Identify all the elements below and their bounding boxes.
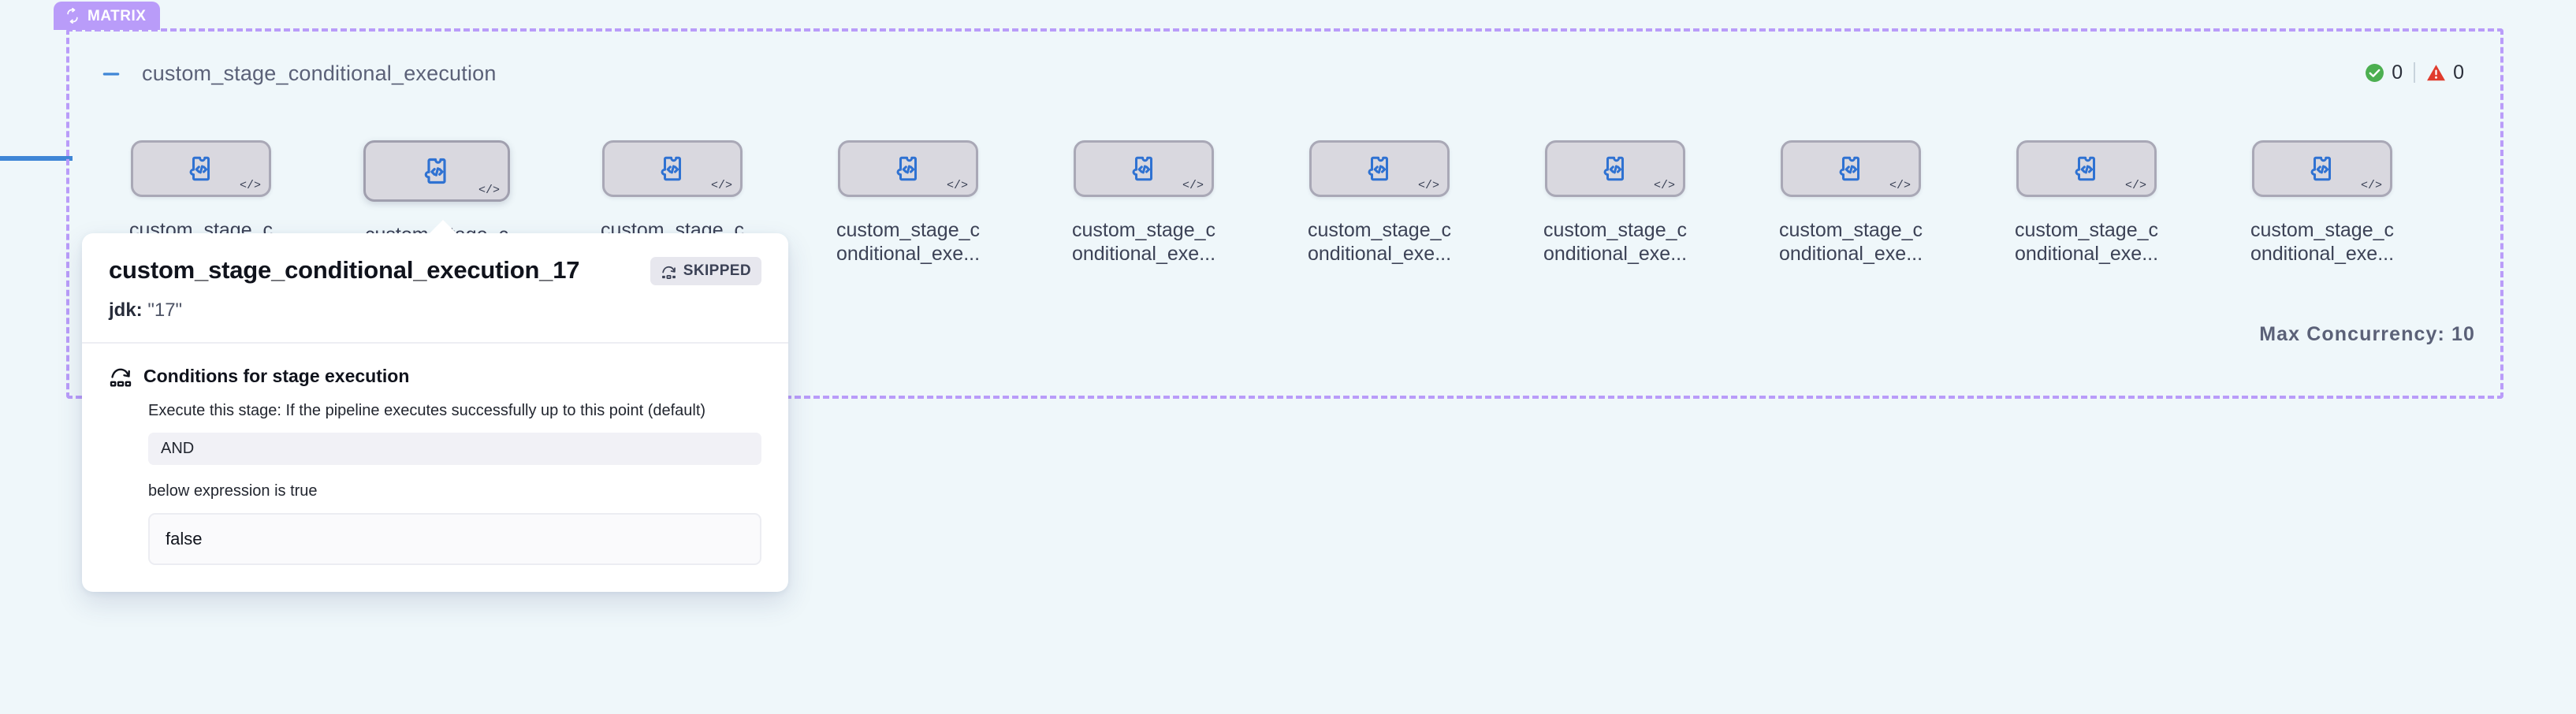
popover-conditions-section: Conditions for stage execution Execute t… [82, 344, 788, 592]
matrix-node[interactable]: </> custom_stage_conditional_exe... [1778, 140, 1924, 266]
matrix-node-box[interactable]: </> [1545, 140, 1685, 197]
matrix-node-box[interactable]: </> [2252, 140, 2392, 197]
loop-repeat-icon [65, 8, 80, 24]
stage-detail-popover: custom_stage_conditional_execution_17 SK… [82, 220, 788, 592]
success-count: 0 [2392, 61, 2403, 84]
plugin-code-icon [2307, 154, 2337, 184]
matrix-node-box[interactable]: </> [131, 140, 271, 197]
minus-collapse-icon[interactable] [101, 64, 121, 84]
status-success: 0 [2354, 61, 2414, 84]
max-concurrency-label: Max Concurrency: 10 [2259, 323, 2475, 345]
skip-arc-icon [109, 364, 132, 388]
matrix-node-label: custom_stage_conditional_exe... [2014, 219, 2159, 265]
conditions-heading: Conditions for stage execution [143, 365, 410, 386]
matrix-node-label: custom_stage_conditional_exe... [2250, 219, 2395, 265]
status-badge-label: SKIPPED [683, 262, 751, 279]
matrix-node[interactable]: </> custom_stage_conditional_exe... [1306, 140, 1453, 266]
plugin-code-icon [657, 154, 687, 184]
matrix-node-box[interactable]: </> [1309, 140, 1450, 197]
matrix-node-box[interactable]: </> [363, 140, 510, 202]
matrix-node[interactable]: </> custom_stage_conditional_exe... [1070, 140, 1217, 266]
matrix-node-label: custom_stage_conditional_exe... [1543, 219, 1688, 265]
matrix-axis-key: jdk: [109, 299, 143, 321]
conditions-description: Execute this stage: If the pipeline exec… [148, 402, 706, 419]
matrix-node-box[interactable]: </> [602, 140, 743, 197]
popover-arrow [429, 220, 457, 234]
code-brackets-icon: </> [710, 179, 732, 192]
popover-divider [82, 342, 788, 344]
page-title: custom_stage_conditional_execution [142, 61, 497, 85]
code-brackets-icon: </> [946, 179, 968, 192]
code-brackets-icon: </> [2360, 179, 2382, 192]
code-brackets-icon: </> [1417, 179, 1439, 192]
code-brackets-icon: </> [1182, 179, 1204, 192]
matrix-node[interactable]: </> custom_stage_conditional_exe... [1542, 140, 1688, 266]
matrix-node-box[interactable]: </> [838, 140, 978, 197]
status-divider [2414, 62, 2416, 83]
plugin-code-icon [893, 154, 923, 184]
check-circle-icon [2365, 63, 2384, 83]
status-summary: 0 0 [2354, 61, 2475, 84]
popover-header: custom_stage_conditional_execution_17 SK… [82, 233, 788, 342]
code-brackets-icon: </> [1889, 179, 1911, 192]
plugin-code-icon [186, 154, 216, 184]
matrix-node-box[interactable]: </> [1781, 140, 1921, 197]
conditions-note: below expression is true [148, 482, 318, 500]
plugin-code-icon [2072, 154, 2101, 184]
plugin-code-icon [1364, 154, 1394, 184]
plugin-code-icon [1129, 154, 1159, 184]
popover-title: custom_stage_conditional_execution_17 [109, 256, 580, 284]
skip-arc-icon [661, 263, 677, 280]
plugin-code-icon [421, 155, 452, 187]
status-badge: SKIPPED [650, 257, 761, 285]
code-brackets-icon: </> [1653, 179, 1675, 192]
matrix-node-box[interactable]: </> [1074, 140, 1214, 197]
code-brackets-icon: </> [478, 184, 500, 197]
conditions-expression: false [148, 513, 761, 565]
matrix-node[interactable]: </> custom_stage_conditional_exe... [835, 140, 981, 266]
matrix-badge: MATRIX [54, 2, 161, 30]
matrix-axis-value: jdk: "17" [109, 299, 761, 322]
code-brackets-icon: </> [2124, 179, 2146, 192]
failure-count: 0 [2453, 61, 2464, 84]
matrix-axis-val: "17" [147, 299, 183, 321]
plugin-code-icon [1836, 154, 1866, 184]
matrix-node-label: custom_stage_conditional_exe... [1778, 219, 1923, 265]
matrix-group-header: custom_stage_conditional_execution [101, 61, 497, 86]
matrix-node-label: custom_stage_conditional_exe... [1307, 219, 1452, 265]
conditions-operator: AND [148, 433, 761, 465]
status-failure: 0 [2415, 61, 2475, 84]
matrix-badge-label: MATRIX [87, 7, 147, 24]
matrix-group-container [66, 28, 2503, 399]
matrix-node[interactable]: </> custom_stage_conditional_exe... [2013, 140, 2160, 266]
matrix-node-label: custom_stage_conditional_exe... [1071, 219, 1216, 265]
plugin-code-icon [1600, 154, 1630, 184]
warning-triangle-icon [2426, 63, 2446, 83]
incoming-edge [0, 156, 73, 161]
matrix-node-label: custom_stage_conditional_exe... [836, 219, 981, 265]
code-brackets-icon: </> [239, 179, 261, 192]
matrix-node-box[interactable]: </> [2016, 140, 2157, 197]
matrix-node[interactable]: </> custom_stage_conditional_exe... [2249, 140, 2395, 266]
